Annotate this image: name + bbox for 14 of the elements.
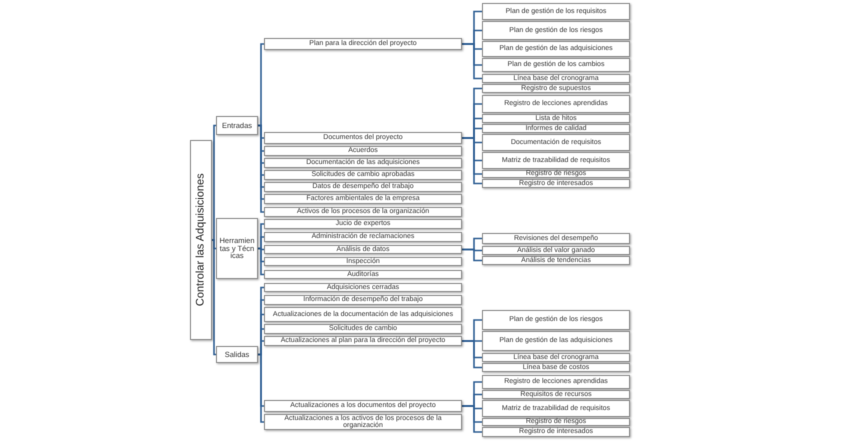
tree-connector	[258, 43, 264, 126]
tree-connector	[462, 43, 482, 80]
tree-connector	[462, 137, 482, 184]
tree-connector	[212, 239, 216, 356]
tree-connector	[258, 340, 264, 356]
tree-connector	[462, 340, 482, 368]
tree-connector	[258, 354, 264, 423]
tree-connector	[258, 236, 264, 250]
root-title: Controlar las Adquisiciones	[195, 174, 207, 306]
tree-connector	[462, 248, 482, 262]
tree-connector	[462, 405, 482, 433]
tree-connector	[212, 124, 216, 241]
tree-connector	[258, 248, 264, 276]
root-box	[190, 140, 212, 340]
